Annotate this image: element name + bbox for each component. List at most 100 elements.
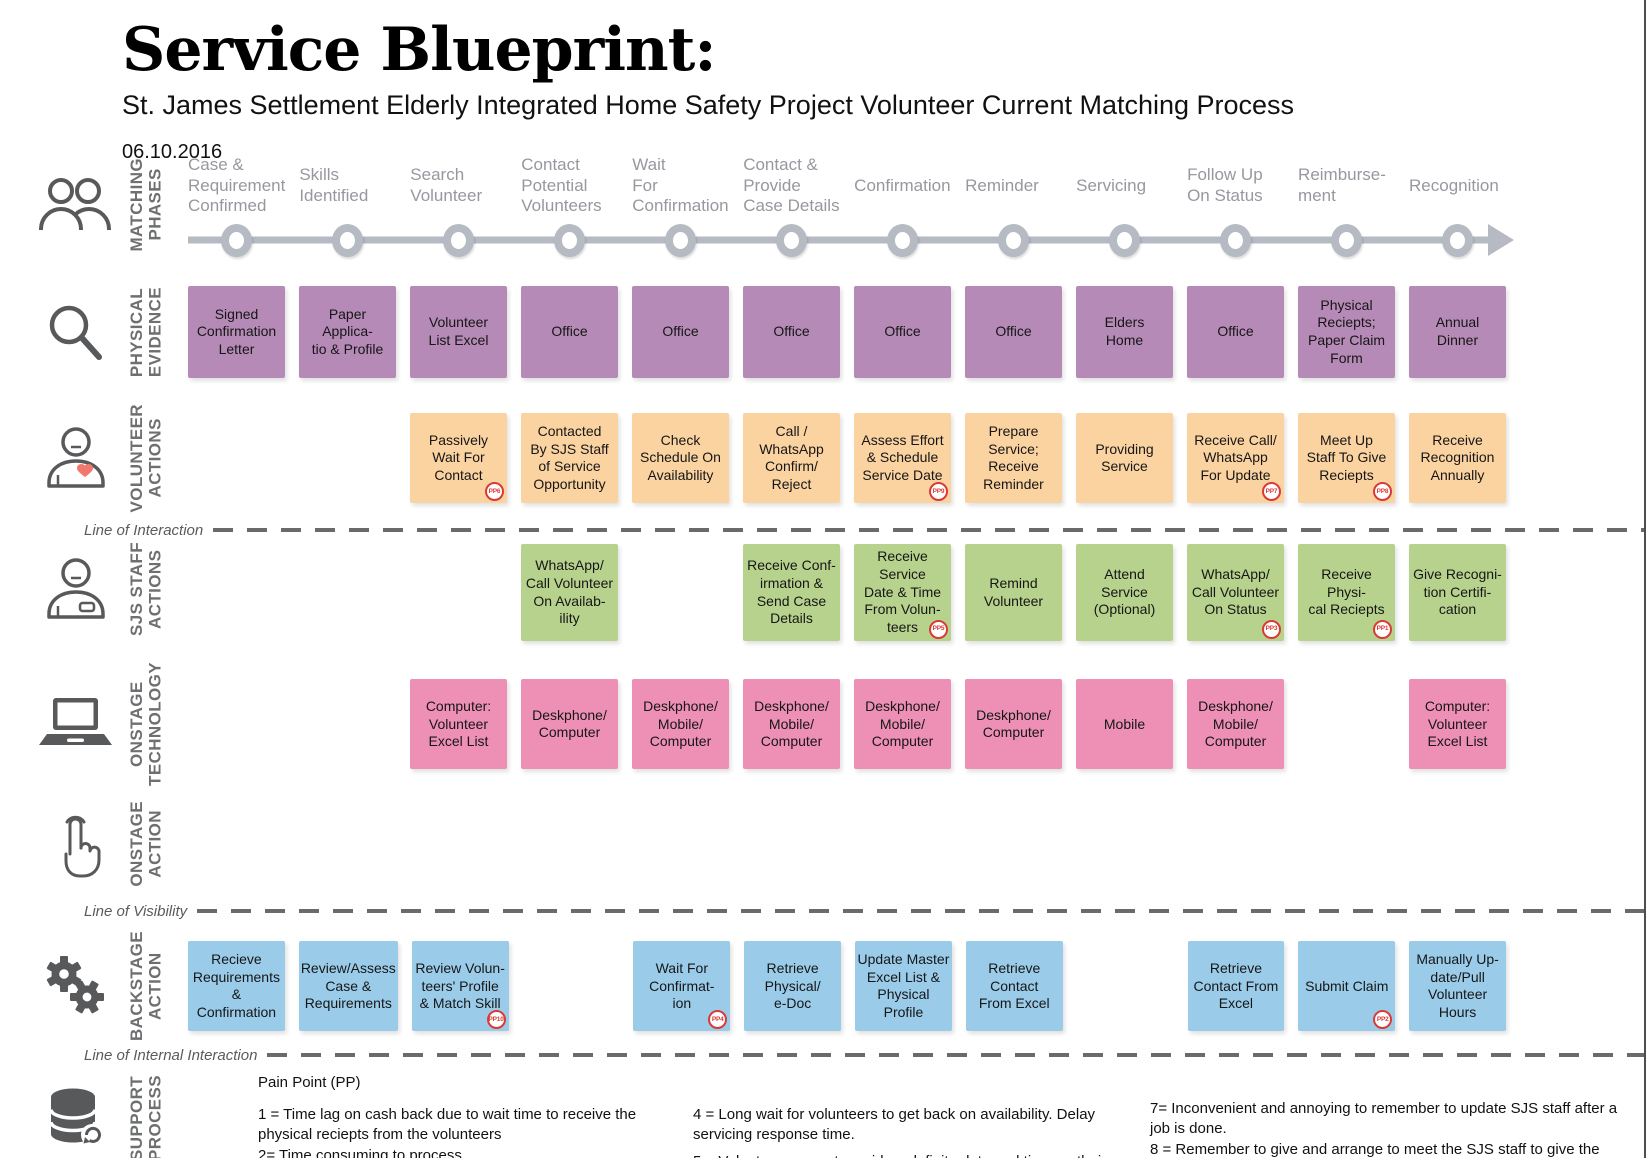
- row-backstage-action: BACKSTAGE ACTION Recieve Requirements & …: [0, 931, 1652, 1041]
- backstage-action-box: Review/Assess Case & Requirements: [298, 941, 398, 1032]
- row-sjs-staff-actions: SJS STAFF ACTIONS WhatsApp/ Call Volunte…: [0, 542, 1652, 641]
- phase-label: Confirmation: [854, 175, 951, 195]
- timeline-node: [332, 223, 363, 257]
- timeline-node: [554, 223, 585, 257]
- backstage-action-box: Update Master Excel List & Physical Prof…: [855, 941, 952, 1032]
- rail-onstage-action: ONSTAGE ACTION: [0, 801, 188, 886]
- phase-label: Case & Requirement Confirmed: [188, 154, 286, 216]
- staff-action-box: Remind Volunteer: [965, 544, 1062, 641]
- staff-action-box: Give Recogni- tion Certifi- cation: [1409, 544, 1506, 641]
- backstage-action-box: [1077, 941, 1174, 1031]
- phase-label: Wait For Confirmation: [632, 154, 729, 216]
- timeline-node: [221, 223, 252, 257]
- row-volunteer-actions: VOLUNTEER ACTIONS Passively Wait For Con…: [0, 404, 1652, 512]
- timeline: [188, 222, 1514, 258]
- row-label-backstage-action: BACKSTAGE ACTION: [127, 931, 165, 1042]
- timeline-node: [776, 223, 807, 257]
- evidence-box: Office: [743, 286, 840, 378]
- pain-point-badge: PP8: [1373, 482, 1392, 502]
- row-label-matching-phases: MATCHING PHASES: [127, 158, 165, 252]
- page-title: Service Blueprint:: [122, 15, 717, 85]
- pain-point-item: 5 = Volunteers cannot provide a definite…: [693, 1152, 1128, 1158]
- timeline-bar: [188, 236, 1490, 244]
- volunteer-action-box: Receive Recognition Annually: [1409, 413, 1506, 504]
- phase-label: Follow Up On Status: [1187, 165, 1263, 205]
- line-of-visibility: Line of Visibility: [0, 901, 1652, 921]
- dashed-line: [213, 528, 1644, 533]
- phase-label: Contact Potential Volunteers: [521, 154, 602, 216]
- row-label-volunteer-actions: VOLUNTEER ACTIONS: [127, 404, 165, 513]
- timeline-node: [887, 223, 918, 257]
- pain-points-col2: 4 = Long wait for volunteers to get back…: [693, 1073, 1128, 1158]
- phase-label: Servicing: [1076, 175, 1147, 195]
- pain-point-item: 7= Inconvenient and annoying to remember…: [1150, 1100, 1618, 1138]
- row-label-physical-evidence: PHYSICAL EVIDENCE: [127, 286, 165, 378]
- pain-point-item: 8 = Remember to give and arrange to meet…: [1150, 1140, 1600, 1158]
- line-of-interaction-label: Line of Interaction: [84, 521, 204, 539]
- technology-box: Deskphone/ Computer: [521, 679, 618, 770]
- volunteer-action-box: Check Schedule On Availability: [632, 413, 729, 504]
- laptop-icon: [34, 697, 116, 751]
- staff-action-box: [188, 544, 285, 640]
- row-support-process: SUPPORT PROCESS Pain Point (PP) 1 = Time…: [0, 1073, 1652, 1158]
- dashed-line: [267, 1053, 1644, 1058]
- technology-box: Deskphone/ Mobile/ Computer: [1187, 679, 1284, 770]
- staff-action-box: Receive Conf- irmation & Send Case Detai…: [743, 544, 840, 641]
- rail-sjs-staff-actions: SJS STAFF ACTIONS: [0, 542, 188, 636]
- person-heart-icon: [34, 427, 116, 489]
- staff-action-box: [410, 544, 507, 640]
- volunteer-action-box: Providing Service: [1076, 413, 1173, 504]
- rail-support-process: SUPPORT PROCESS: [0, 1075, 188, 1158]
- backstage-action-cells: Recieve Requirements & Confirmation Revi…: [188, 941, 1506, 1032]
- phase-label: Contact & Provide Case Details: [743, 154, 840, 216]
- rail-volunteer-actions: VOLUNTEER ACTIONS: [0, 404, 188, 512]
- technology-box: Mobile: [1076, 679, 1173, 770]
- timeline-node: [998, 223, 1029, 257]
- rail-physical-evidence: PHYSICAL EVIDENCE: [0, 287, 188, 377]
- timeline-node: [1331, 223, 1362, 257]
- pain-point-badge: PP10: [486, 1010, 506, 1030]
- timeline-node: [1109, 223, 1140, 257]
- staff-action-box: Attend Service (Optional): [1076, 544, 1173, 641]
- evidence-box: Annual Dinner: [1409, 286, 1506, 378]
- date-label: 06.10.2016: [122, 141, 223, 164]
- evidence-box: Office: [521, 286, 618, 378]
- staff-action-box: WhatsApp/ Call Volunteer On Availab- ili…: [521, 544, 618, 641]
- rail-matching-phases: MATCHING PHASES: [0, 158, 188, 252]
- phase-area: Case & Requirement Confirmed Skills Iden…: [188, 152, 1514, 258]
- gears-icon: [34, 954, 116, 1018]
- technology-box: Deskphone/ Computer: [965, 679, 1062, 770]
- pain-point-item: 2= Time consuming to process: [258, 1146, 462, 1158]
- technology-box: Deskphone/ Mobile/ Computer: [854, 679, 951, 770]
- technology-box: Computer: Volunteer Excel List: [1409, 679, 1506, 770]
- evidence-box: Volunteer List Excel: [410, 286, 507, 378]
- database-sync-icon: [34, 1086, 116, 1150]
- evidence-box: Paper Applica- tio & Profile: [299, 286, 396, 378]
- row-onstage-action: ONSTAGE ACTION: [0, 798, 1652, 888]
- backstage-action-box: Retrieve Contact From Excel: [965, 941, 1063, 1032]
- rail-onstage-technology: ONSTAGE TECHNOLOGY: [0, 662, 188, 786]
- evidence-box: Office: [632, 286, 729, 378]
- technology-box: Deskphone/ Mobile/ Computer: [632, 679, 729, 770]
- pain-point-badge: PP1: [1373, 619, 1392, 639]
- volunteer-action-box: Call / WhatsApp Confirm/ Reject: [743, 413, 840, 504]
- technology-box: [188, 679, 285, 769]
- dashed-line: [197, 909, 1644, 914]
- onstage-action-cells: [188, 798, 1506, 888]
- sjs-staff-actions-cells: WhatsApp/ Call Volunteer On Availab- ili…: [188, 544, 1506, 641]
- evidence-box: Office: [854, 286, 951, 378]
- volunteer-action-box: [188, 413, 285, 503]
- row-onstage-technology: ONSTAGE TECHNOLOGY Computer: Volunteer E…: [0, 662, 1652, 786]
- pain-points-heading: Pain Point (PP): [258, 1074, 361, 1092]
- row-physical-evidence: PHYSICAL EVIDENCE Signed Confirmation Le…: [0, 286, 1652, 378]
- staff-action-box: [299, 544, 396, 640]
- backstage-action-box: Manually Up- date/Pull Volunteer Hours: [1409, 941, 1506, 1032]
- row-label-support-process: SUPPORT PROCESS: [127, 1075, 165, 1158]
- technology-box: Deskphone/ Mobile/ Computer: [743, 679, 840, 770]
